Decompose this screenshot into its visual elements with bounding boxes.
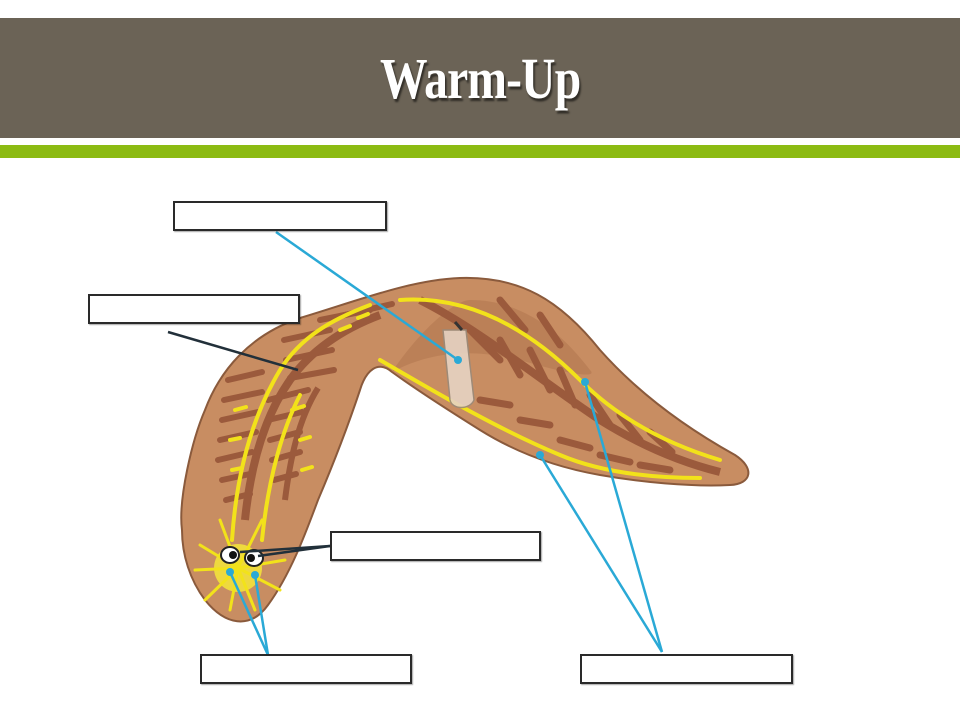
eyespot-leader-line-2 <box>239 544 331 554</box>
leader-lines <box>228 230 664 656</box>
pharynx <box>442 321 475 409</box>
title-bar: Warm-Up <box>0 18 960 138</box>
nerve-cord-leader-line-2 <box>538 454 664 653</box>
nerve-dashes <box>228 312 370 472</box>
leader-lines-dark <box>167 330 331 558</box>
intestine-leader-line <box>167 330 299 372</box>
leader-dots <box>226 356 589 579</box>
ganglia-leader-line-2 <box>253 574 270 656</box>
ganglia-leader-line-1 <box>228 571 270 656</box>
eyespots <box>220 546 264 567</box>
label-box-ganglia[interactable] <box>200 654 412 684</box>
label-box-intestine[interactable] <box>88 294 300 324</box>
intestine-trunk-left <box>241 311 382 521</box>
accent-bar <box>0 145 960 158</box>
label-box-pharynx[interactable] <box>173 201 387 231</box>
body-fold-shading <box>392 300 592 375</box>
nerve-cords <box>230 297 722 542</box>
label-box-nerve-cords[interactable] <box>580 654 793 684</box>
pharynx-leader-line <box>275 230 459 362</box>
nerve-cord-leader-line-1 <box>583 381 664 653</box>
intestine-trunk-left-2 <box>282 386 321 501</box>
slide-title: Warm-Up <box>379 45 581 111</box>
label-box-eyespot[interactable] <box>330 531 541 561</box>
planarian-body <box>180 276 750 623</box>
